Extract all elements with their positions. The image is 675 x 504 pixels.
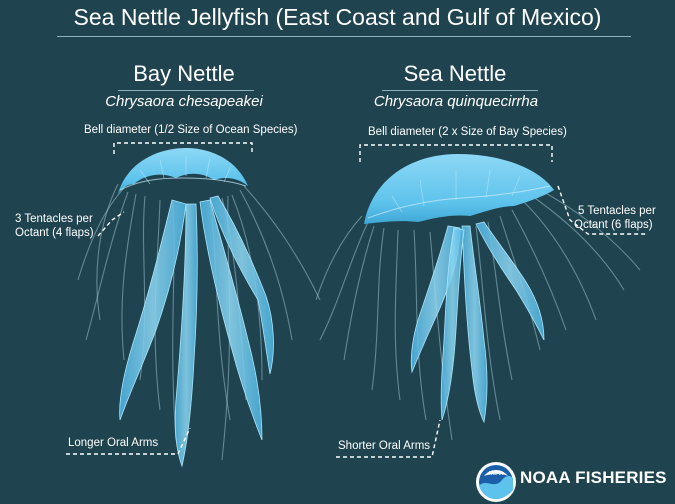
noaa-fisheries-logo-text: NOAA FISHERIES: [520, 468, 667, 487]
sea-bell-label: Bell diameter (2 x Size of Bay Species): [368, 126, 567, 138]
sea-oral-arms-label: Shorter Oral Arms: [338, 440, 431, 452]
sea-nettle-oral-arms: [410, 221, 545, 424]
noaa-emblem-icon: NOAA: [476, 462, 516, 502]
title-divider: [57, 36, 631, 37]
sea-nettle-tentacles: [315, 189, 641, 441]
callout-lines: [66, 142, 648, 458]
sea-nettle-divider: [382, 90, 538, 91]
sea-tentacle-label-line1: 5 Tentacles per: [578, 205, 656, 217]
bay-bell-label: Bell diameter (1/2 Size of Ocean Species…: [84, 124, 298, 136]
noaa-emblem-text: NOAA: [489, 471, 504, 477]
sea-nettle-bell: [364, 154, 554, 224]
sea-nettle-scientific-name: Chrysaora quinquecirrha: [373, 93, 539, 110]
bay-nettle-divider: [118, 90, 254, 91]
bay-nettle-name: Bay Nettle: [133, 61, 235, 86]
bay-tentacle-label-line2: Octant (4 flaps): [15, 227, 94, 239]
bay-nettle-scientific-name: Chrysaora chesapeakei: [105, 93, 263, 110]
bay-oral-arms-label: Longer Oral Arms: [68, 437, 159, 449]
bay-nettle-oral-arms: [119, 195, 274, 468]
bay-nettle-bell: [118, 148, 248, 194]
sea-nettle-name: Sea Nettle: [403, 61, 507, 86]
bay-tentacle-label-line1: 3 Tentacles per: [15, 213, 93, 225]
page-title: Sea Nettle Jellyfish (East Coast and Gul…: [73, 4, 602, 30]
sea-tentacle-label-line2: Octant (6 flaps): [574, 219, 653, 231]
